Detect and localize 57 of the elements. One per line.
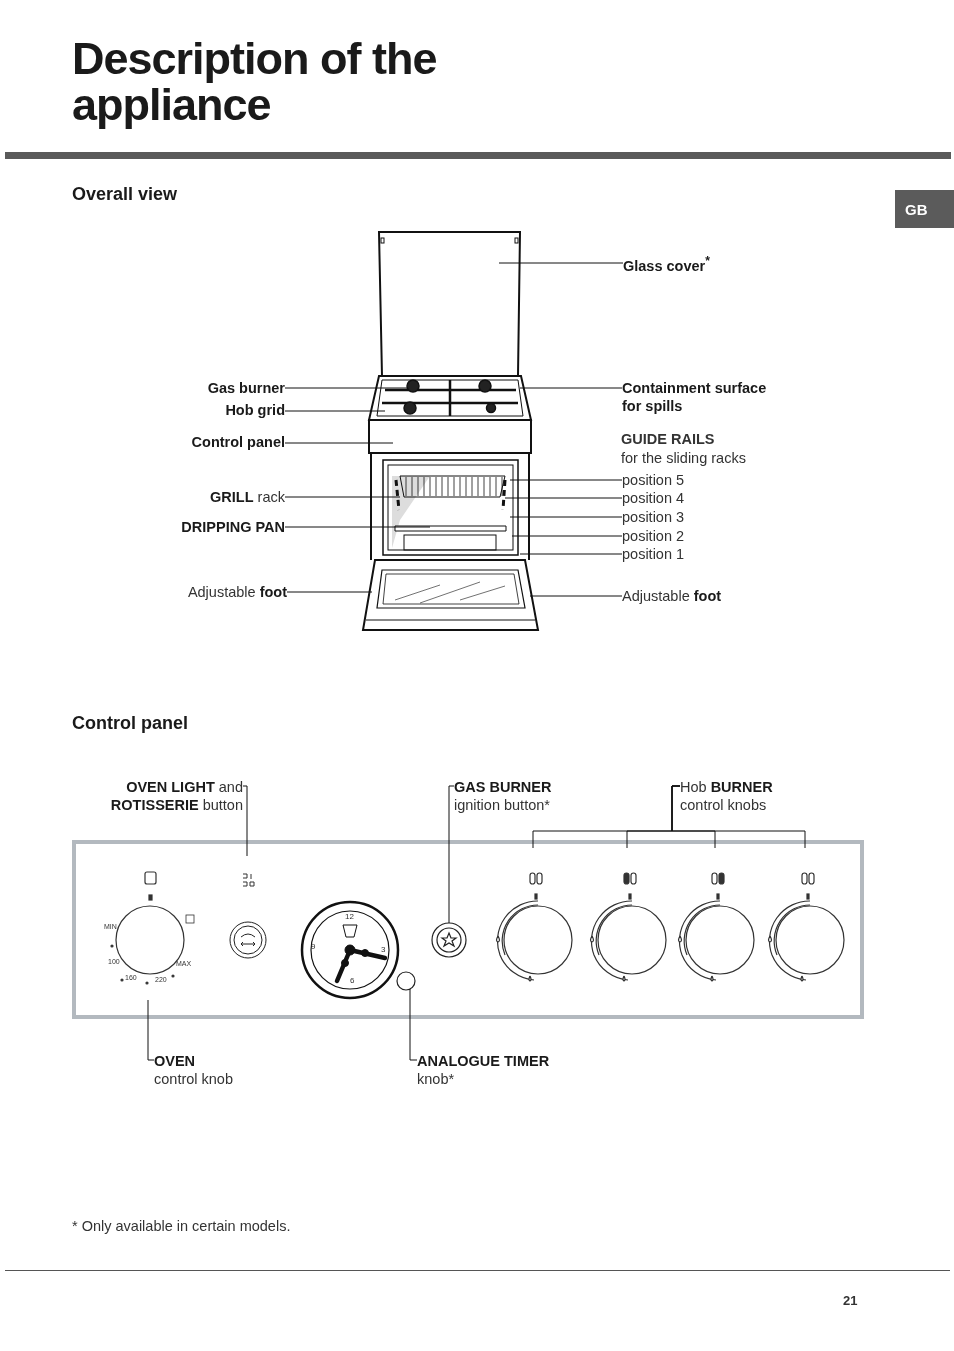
light-button — [229, 921, 267, 959]
dial-number: 3 — [381, 945, 386, 955]
leader-line — [509, 516, 623, 518]
leader-line — [147, 999, 155, 1061]
cooker-drawing — [361, 231, 540, 631]
callout-label: Gas burner — [185, 379, 285, 397]
callout-label: position 4 — [622, 489, 702, 507]
leader-line — [504, 497, 623, 499]
leader-line — [448, 785, 455, 924]
leader-line — [519, 553, 623, 555]
section-heading: Overall view — [72, 184, 178, 205]
callout-label: position 3 — [622, 508, 702, 526]
callout-label: knob* — [417, 1070, 455, 1088]
leader-line — [242, 785, 248, 857]
callout-label: DRIPPING PAN — [140, 518, 285, 536]
section-heading: Control panel — [72, 713, 188, 734]
label: for the sliding racks — [621, 450, 746, 468]
leader-line — [498, 262, 624, 264]
leader-line — [286, 591, 373, 593]
leader-line — [509, 479, 623, 481]
leader-line — [284, 496, 401, 498]
leader-line — [671, 785, 806, 849]
callout-label: Containment surface for spills — [622, 379, 772, 415]
timer-knob — [396, 971, 416, 991]
label: GUIDE RAILS — [621, 431, 715, 449]
dial-number: 6 — [350, 976, 355, 986]
leader-line — [519, 387, 623, 389]
callout-label: OVEN LIGHT and ROTISSERIE button — [95, 778, 243, 814]
callout-label: Hob grid — [185, 401, 285, 419]
leader-line — [284, 387, 408, 389]
leader-line — [511, 535, 623, 537]
callout-label: ANALOGUE TIMER — [417, 1052, 550, 1070]
callout-label: control knob — [154, 1070, 233, 1088]
callout-label: Control panel — [150, 433, 285, 451]
callout-label: Adjustable foot — [622, 587, 752, 605]
callout-label: Adjustable foot — [150, 583, 287, 601]
callout-label: ignition button* — [454, 796, 550, 814]
dial-number: 12 — [345, 912, 354, 922]
callout-label: position 2 — [622, 527, 702, 545]
callout-label: Glass cover$^{*}$ — [623, 252, 743, 275]
callout-label: GAS BURNER — [454, 778, 552, 796]
callout-label: GRILL rack — [150, 488, 285, 506]
leader-line — [284, 410, 386, 412]
label: * Only available in certain models. — [72, 1218, 291, 1236]
ignition-button — [431, 922, 467, 958]
leader-line — [284, 442, 394, 444]
leader-line — [284, 526, 431, 528]
callout-label: OVEN — [154, 1052, 196, 1070]
page-title: Description of the appliance — [72, 36, 438, 128]
callout-label: position 1 — [622, 545, 702, 563]
language-tab: GB — [895, 190, 954, 228]
callout-label: Hob BURNER control knobs — [680, 778, 798, 814]
leader-line — [409, 988, 418, 1061]
dial-number: 9 — [311, 942, 316, 952]
callout-label: position 5 — [622, 471, 702, 489]
label: 21 — [843, 1293, 858, 1309]
leader-line — [529, 595, 623, 597]
